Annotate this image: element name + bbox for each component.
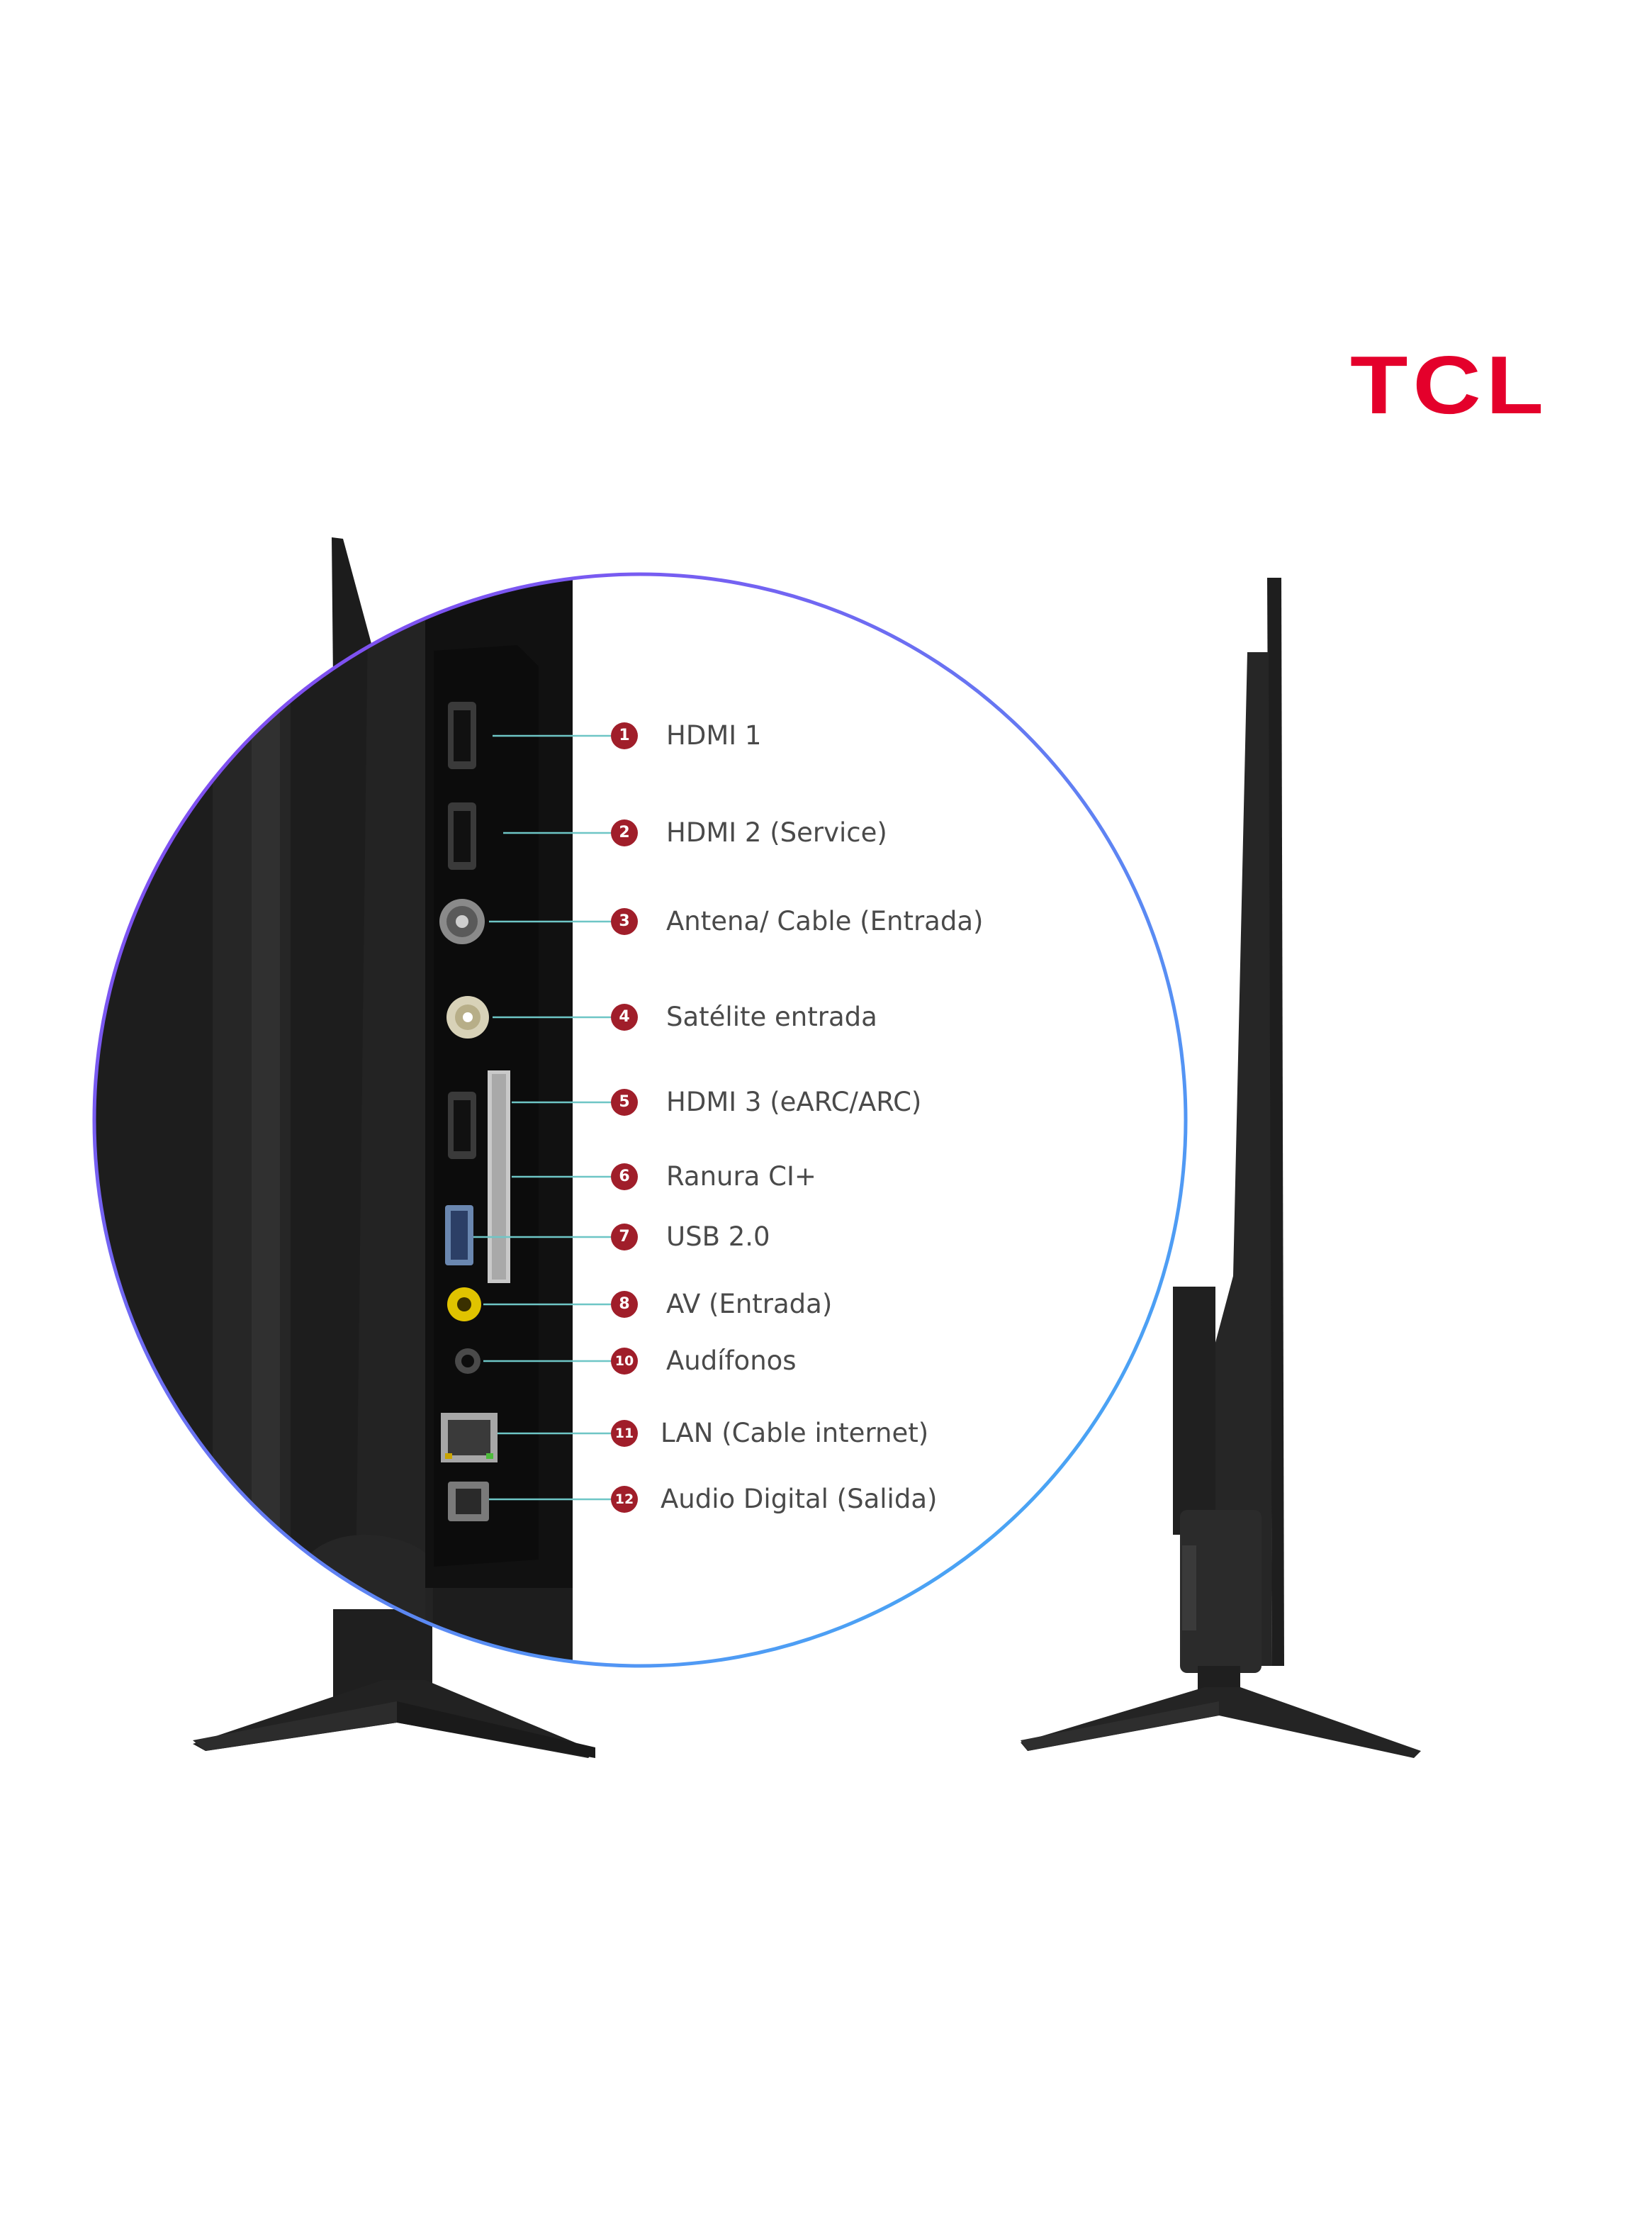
port-label-optical: Audio Digital (Salida) <box>661 1484 938 1514</box>
port-label-hdmi-3: HDMI 3 (eARC/ARC) <box>666 1087 922 1117</box>
ports <box>439 702 510 1521</box>
port-badge-4: 4 <box>611 1004 638 1031</box>
headphone-port <box>455 1348 481 1374</box>
satellite-port <box>446 996 489 1039</box>
av-port <box>447 1287 481 1321</box>
port-badge-12: 12 <box>611 1486 638 1513</box>
usb-port <box>445 1205 473 1265</box>
left-tv-side-view <box>193 537 595 1758</box>
port-label-lan: LAN (Cable internet) <box>661 1418 929 1448</box>
port-badge-3: 3 <box>611 908 638 935</box>
port-badge-8: 8 <box>611 1291 638 1318</box>
port-label-hdmi-1: HDMI 1 <box>666 720 762 751</box>
port-label-hdmi-2: HDMI 2 (Service) <box>666 817 887 848</box>
port-label-ci-slot: Ranura CI+ <box>666 1161 816 1192</box>
tcl-logo: TCL <box>1350 339 1549 431</box>
zoom-ring <box>92 572 1188 1668</box>
antenna-port <box>439 899 485 944</box>
leader-lines <box>473 734 611 1501</box>
hdmi-1-port <box>448 702 476 769</box>
port-badge-1: 1 <box>611 722 638 749</box>
port-badge-7: 7 <box>611 1224 638 1250</box>
hdmi-2-port <box>448 802 476 870</box>
lan-port <box>441 1413 498 1462</box>
hdmi-3-port <box>448 1092 476 1159</box>
port-badge-5: 5 <box>611 1089 638 1116</box>
optical-port <box>448 1482 489 1521</box>
port-label-usb: USB 2.0 <box>666 1221 770 1252</box>
port-badge-6: 6 <box>611 1163 638 1190</box>
port-label-satellite: Satélite entrada <box>666 1002 877 1032</box>
zoom-circle-content <box>94 574 1186 1666</box>
port-label-headphones: Audífonos <box>666 1345 797 1376</box>
port-badge-11: 11 <box>611 1420 638 1447</box>
port-badge-2: 2 <box>611 819 638 846</box>
port-label-antenna: Antena/ Cable (Entrada) <box>666 906 984 936</box>
port-label-av: AV (Entrada) <box>666 1289 833 1319</box>
right-tv-side-view <box>1021 578 1421 1758</box>
port-badge-10: 10 <box>611 1348 638 1375</box>
